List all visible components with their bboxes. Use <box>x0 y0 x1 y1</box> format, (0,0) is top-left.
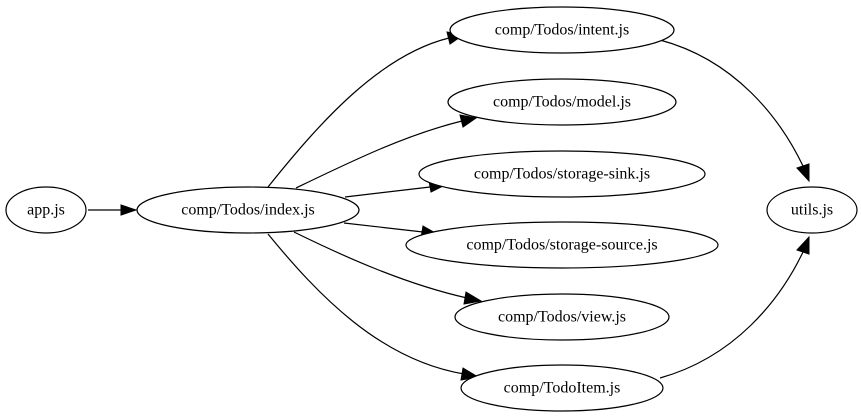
node-comp-todos-storage-sink-js: comp/Todos/storage-sink.js <box>418 150 706 198</box>
edge-app-to-index <box>88 204 138 216</box>
node-app-js: app.js <box>5 186 87 234</box>
node-label: comp/Todos/index.js <box>181 202 315 219</box>
node-comp-todos-model-js: comp/Todos/model.js <box>447 78 677 126</box>
node-label: comp/TodoItem.js <box>504 380 621 397</box>
node-label: comp/Todos/storage-source.js <box>466 237 657 254</box>
node-comp-todoitem-js: comp/TodoItem.js <box>460 364 664 412</box>
node-comp-todos-storage-source-js: comp/Todos/storage-source.js <box>405 221 719 269</box>
node-comp-todos-index-js: comp/Todos/index.js <box>136 186 360 234</box>
edge-index-to-view <box>293 231 483 305</box>
node-comp-todos-view-js: comp/Todos/view.js <box>454 293 670 341</box>
edge-todoitem-to-utils <box>659 235 810 379</box>
node-label: utils.js <box>791 202 833 219</box>
node-label: comp/Todos/model.js <box>493 94 631 111</box>
edge-index-to-model <box>295 114 478 189</box>
node-label: comp/Todos/view.js <box>498 309 626 326</box>
node-comp-todos-intent-js: comp/Todos/intent.js <box>449 6 675 54</box>
node-label: comp/Todos/intent.js <box>495 22 629 39</box>
nodes: app.js comp/Todos/index.js comp/Todos/in… <box>5 6 858 412</box>
node-utils-js: utils.js <box>766 186 858 234</box>
edge-intent-to-utils <box>659 39 810 183</box>
node-label: app.js <box>27 202 65 219</box>
node-label: comp/Todos/storage-sink.js <box>474 166 650 183</box>
